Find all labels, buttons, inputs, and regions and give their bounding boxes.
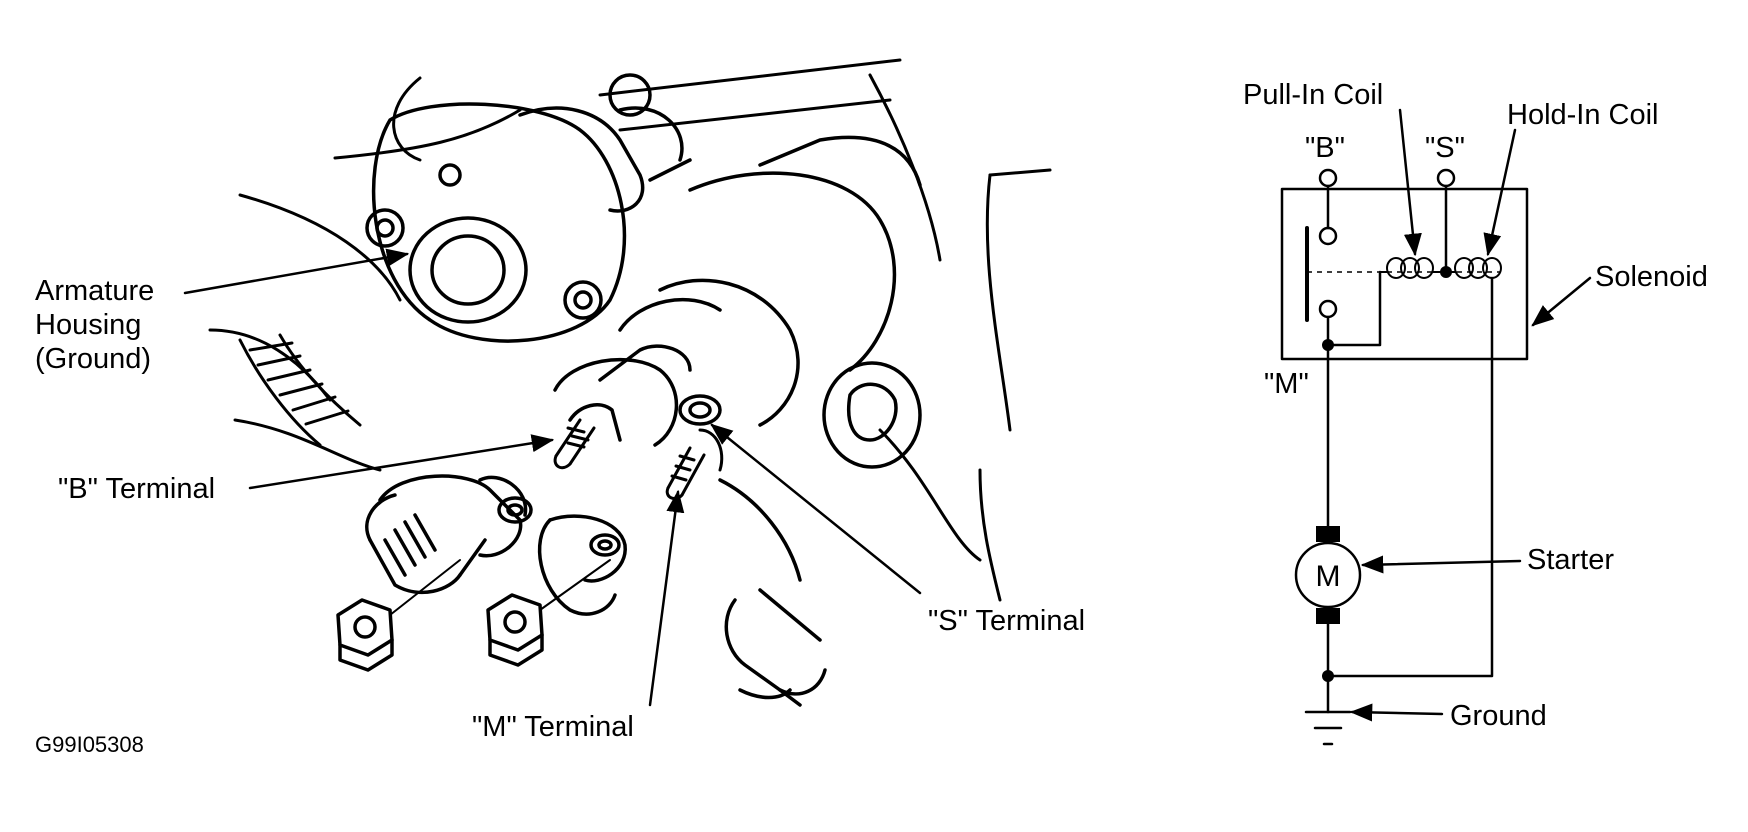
pull-in-return-wire — [1326, 270, 1382, 347]
m-terminal-text: "M" — [1264, 368, 1309, 400]
armature-housing-label-line2: Housing — [35, 309, 141, 341]
b-terminal-text: "B" — [1305, 132, 1345, 164]
starter-arrow — [1360, 555, 1522, 574]
s-terminal-connector — [718, 478, 827, 707]
hex-nut-b — [336, 559, 461, 672]
b-terminal-label: "B" Terminal — [58, 473, 215, 505]
hex-nut-m — [486, 559, 611, 667]
hold-in-coil — [1445, 257, 1502, 279]
pull-in-coil — [1379, 257, 1447, 279]
s-terminal-label: "S" Terminal — [928, 605, 1085, 637]
b-terminal-stud — [553, 418, 596, 470]
hold-in-ground-wire — [1326, 276, 1494, 678]
m-terminal-arrow — [648, 489, 685, 707]
engine-frame-lines — [208, 58, 1052, 602]
solenoid-box — [1280, 187, 1529, 361]
armature-housing — [365, 73, 692, 343]
m-cable-terminal — [537, 514, 627, 616]
starter-label: Starter — [1527, 544, 1614, 576]
terminal-block — [553, 344, 722, 447]
motor-brush-top — [1316, 526, 1340, 542]
armature-housing-arrow — [183, 248, 410, 295]
armature-housing-label-line3: (Ground) — [35, 343, 151, 375]
solenoid-schematic: "B" "S" — [1243, 79, 1708, 746]
hold-in-coil-arrow — [1483, 128, 1517, 257]
motor-letter: M — [1316, 560, 1341, 593]
m-terminal-stud — [665, 428, 724, 500]
starter-illustration: Armature Housing (Ground) "B" Terminal "… — [35, 58, 1085, 757]
solenoid-arrow — [1531, 276, 1592, 327]
ground-label: Ground — [1450, 700, 1547, 732]
starter-body — [618, 135, 922, 469]
motor-brush-bottom — [1316, 608, 1340, 624]
b-cable-terminal — [365, 474, 533, 595]
b-terminal-arrow — [248, 434, 555, 490]
armature-housing-label-line1: Armature — [35, 275, 154, 307]
s-terminal-text: "S" — [1425, 132, 1465, 164]
figure-id: G99I05308 — [35, 732, 144, 757]
corrugated-hose — [238, 333, 362, 447]
pull-in-coil-label: Pull-In Coil — [1243, 79, 1383, 111]
s-terminal-circle — [1436, 168, 1456, 188]
s-terminal-arrow — [710, 423, 922, 595]
ground-arrow — [1349, 703, 1444, 722]
b-terminal-circle — [1318, 168, 1338, 188]
solenoid-label: Solenoid — [1595, 261, 1708, 293]
illustration-leader-lines — [183, 248, 922, 707]
m-terminal-label: "M" Terminal — [472, 711, 634, 743]
main-contact-lower — [1318, 299, 1338, 319]
pull-in-coil-arrow — [1398, 108, 1422, 257]
starter-motor-symbol — [1294, 541, 1362, 609]
ground-symbol — [1304, 710, 1352, 746]
hold-in-coil-label: Hold-In Coil — [1507, 99, 1659, 131]
main-contact-upper — [1318, 226, 1338, 246]
